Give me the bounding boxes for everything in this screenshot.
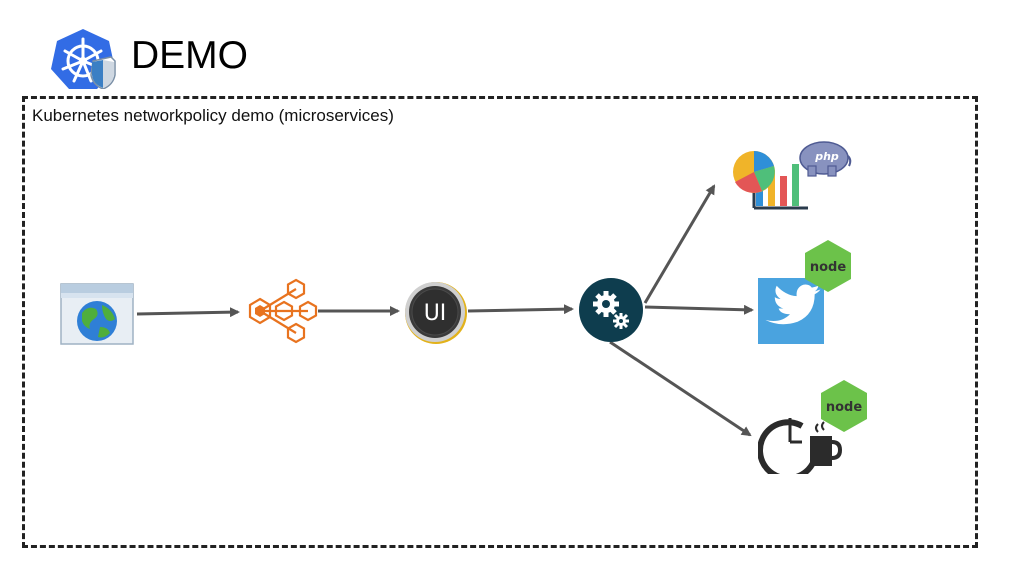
ui-service-icon: UI bbox=[404, 281, 468, 350]
frame-label: Kubernetes networkpolicy demo (microserv… bbox=[32, 106, 394, 125]
php-elephant-icon: php bbox=[799, 141, 852, 177]
edge-backend-clock bbox=[609, 340, 752, 437]
chart-php-icon: php bbox=[730, 138, 854, 219]
node-badge-label: node bbox=[810, 260, 846, 275]
edge-backend-twitter bbox=[644, 304, 754, 315]
cluster-boundary bbox=[22, 96, 978, 548]
browser-globe-icon bbox=[60, 283, 134, 350]
ui-label: UI bbox=[424, 301, 447, 326]
hexagon-network-icon bbox=[246, 277, 320, 350]
page-title: DEMO bbox=[131, 34, 248, 77]
clock-coffee-node-icon: node bbox=[757, 378, 870, 482]
php-badge: php bbox=[814, 150, 839, 163]
nodejs-badge-icon: node bbox=[805, 240, 851, 292]
twitter-node-icon: node bbox=[756, 240, 854, 351]
nodejs-badge-icon: node bbox=[821, 380, 867, 432]
edge-browser-ingress bbox=[136, 307, 240, 318]
gears-icon bbox=[578, 277, 644, 348]
edge-backend-stats bbox=[643, 184, 716, 304]
kubernetes-logo-icon bbox=[49, 27, 117, 90]
edge-ui-backend bbox=[467, 304, 574, 315]
node-badge-label: node bbox=[826, 400, 862, 415]
